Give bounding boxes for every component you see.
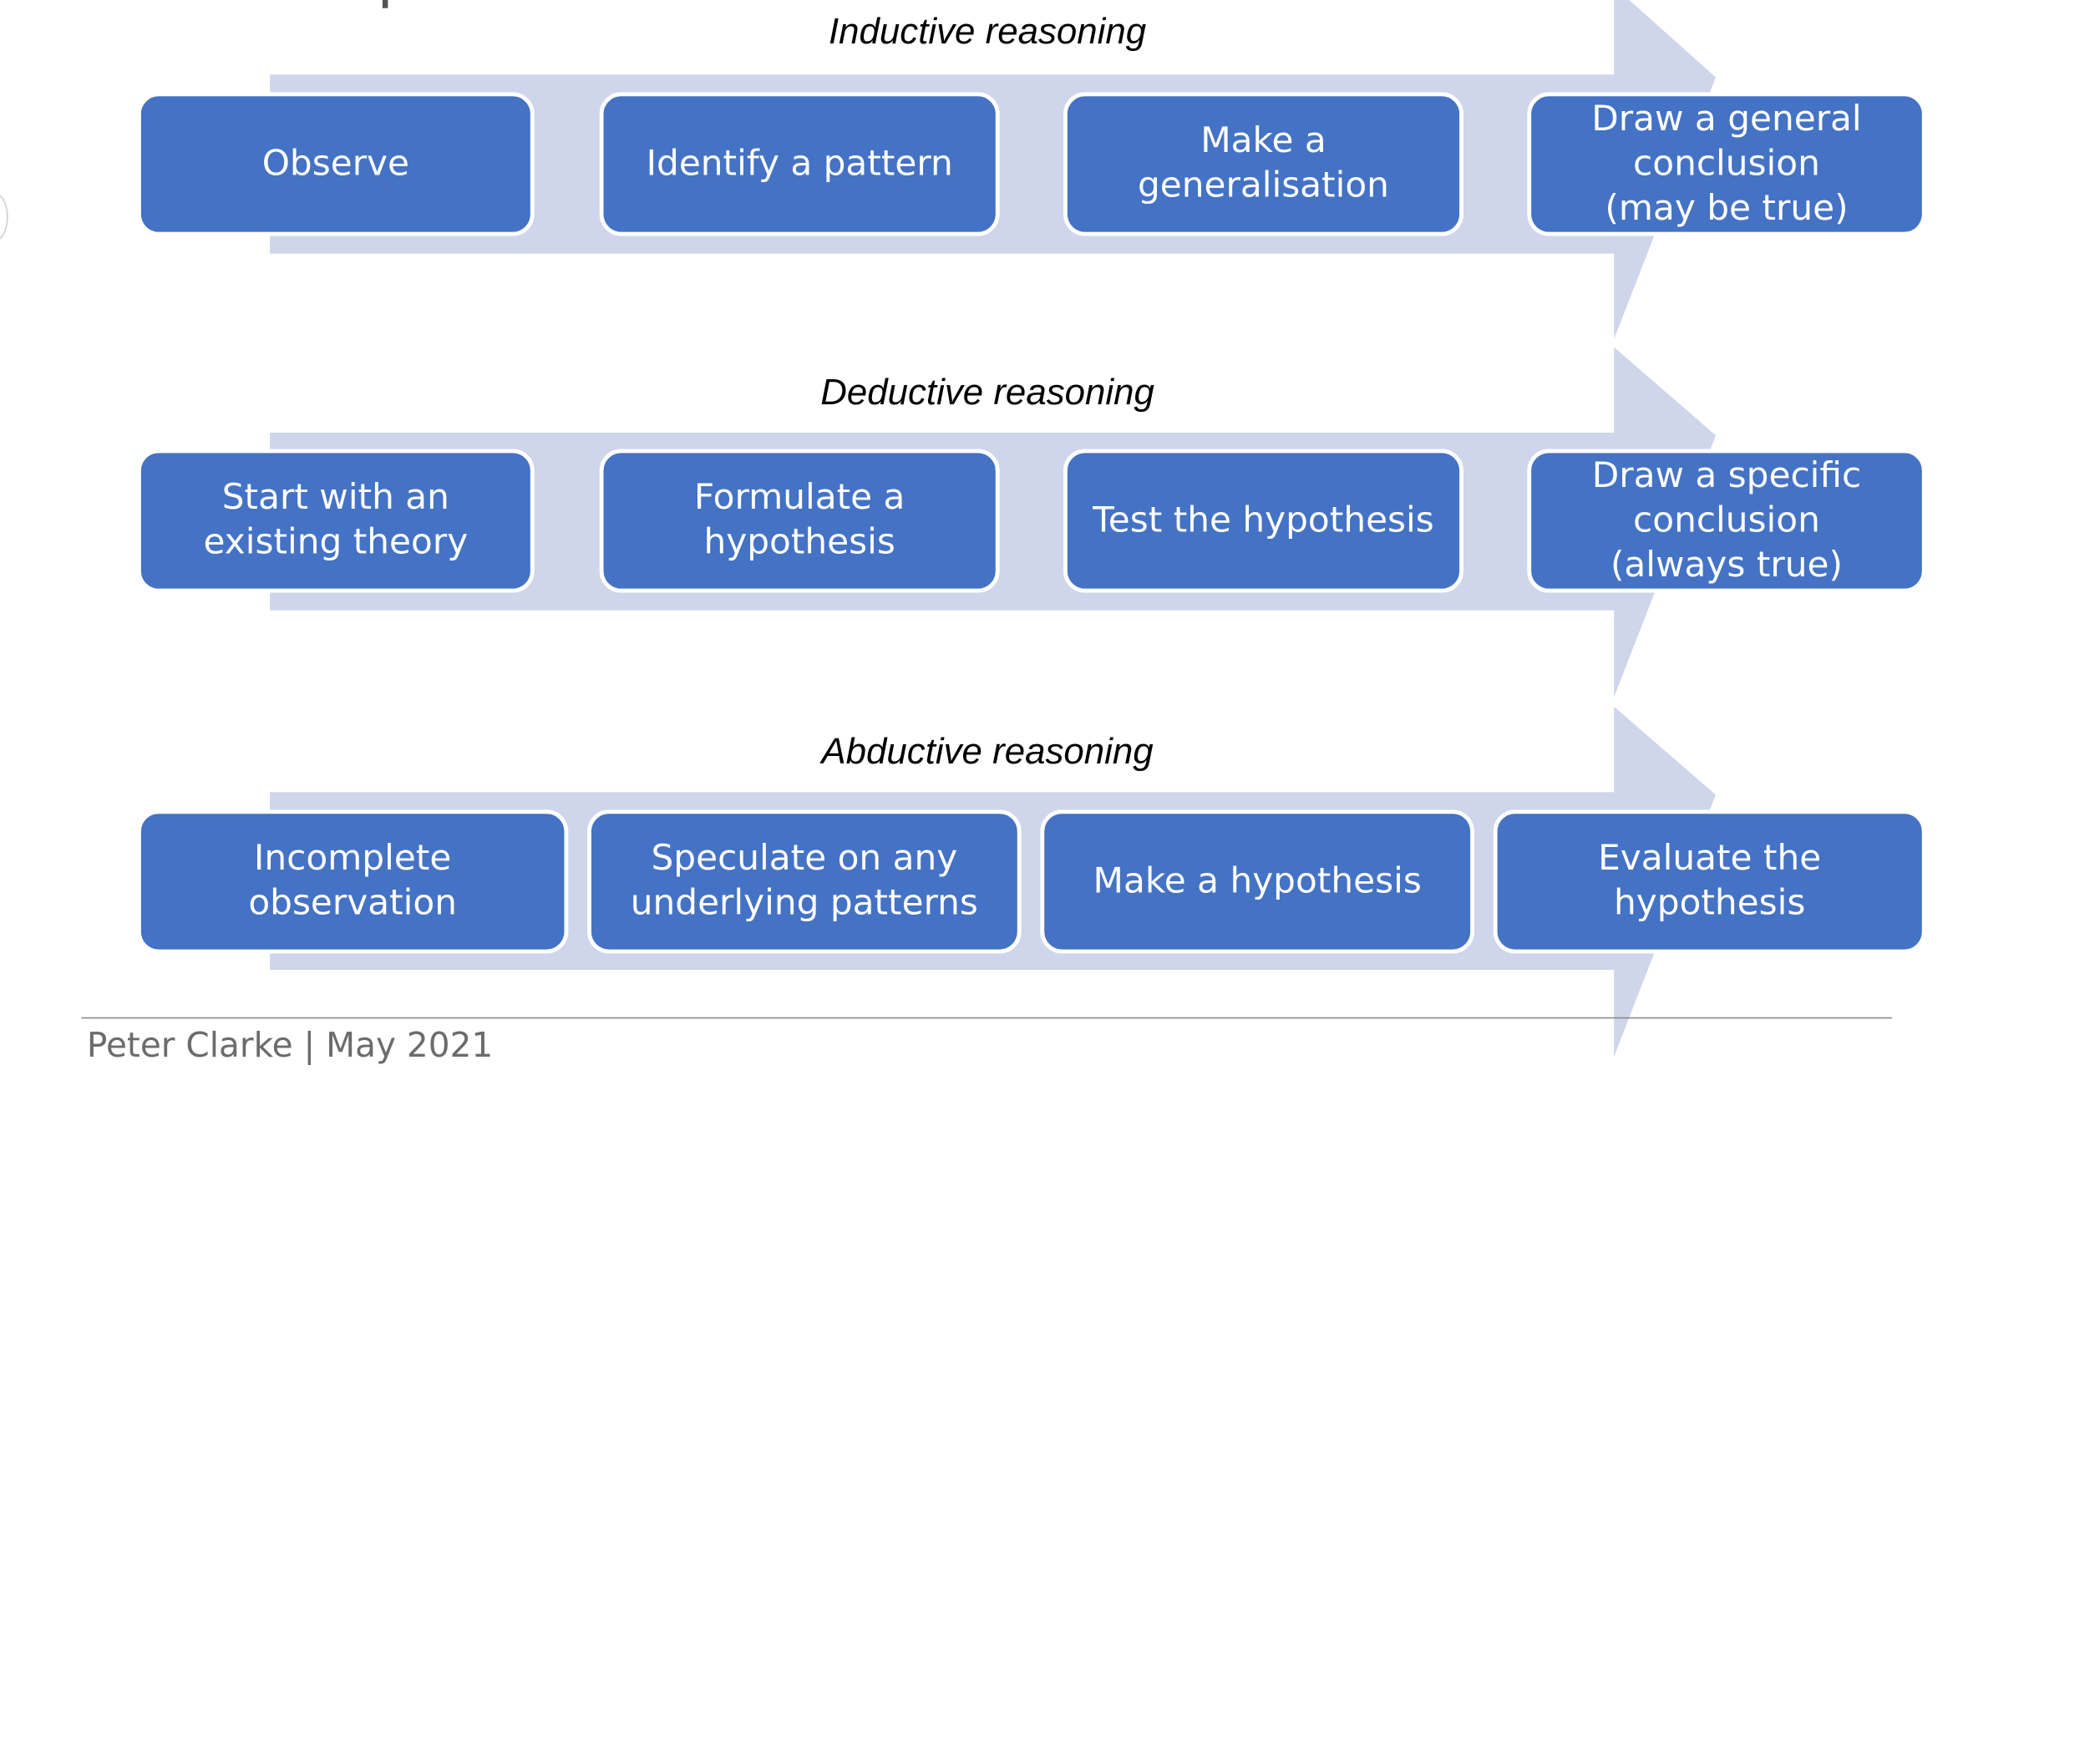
step-box: Test the hypothesis [1063,449,1463,593]
step-box: Observe [136,92,535,236]
step-box: Draw a specific conclusion (always true) [1527,449,1926,593]
section-title: Deductive reasoning [820,371,1154,413]
section-title: Abductive reasoning [821,731,1154,772]
step-box: Incomplete observation [136,809,569,954]
footer-credit: Peter Clarke | May 2021 [86,1025,494,1065]
step-box: Evaluate the hypothesis [1493,809,1926,954]
step-box: Draw a general conclusion (may be true) [1527,92,1926,236]
step-box: Identify a pattern [599,92,1000,236]
footer-divider [81,1017,1893,1019]
step-box: Make a hypothesis [1040,809,1474,954]
step-box: Start with an existing theory [136,449,535,593]
section-title: Inductive reasoning [828,10,1147,52]
crop-mark [382,0,388,8]
step-box: Formulate a hypothesis [599,449,1000,593]
step-box: Make a generalisation [1063,92,1463,236]
step-box: Speculate on any underlying patterns [587,809,1022,954]
